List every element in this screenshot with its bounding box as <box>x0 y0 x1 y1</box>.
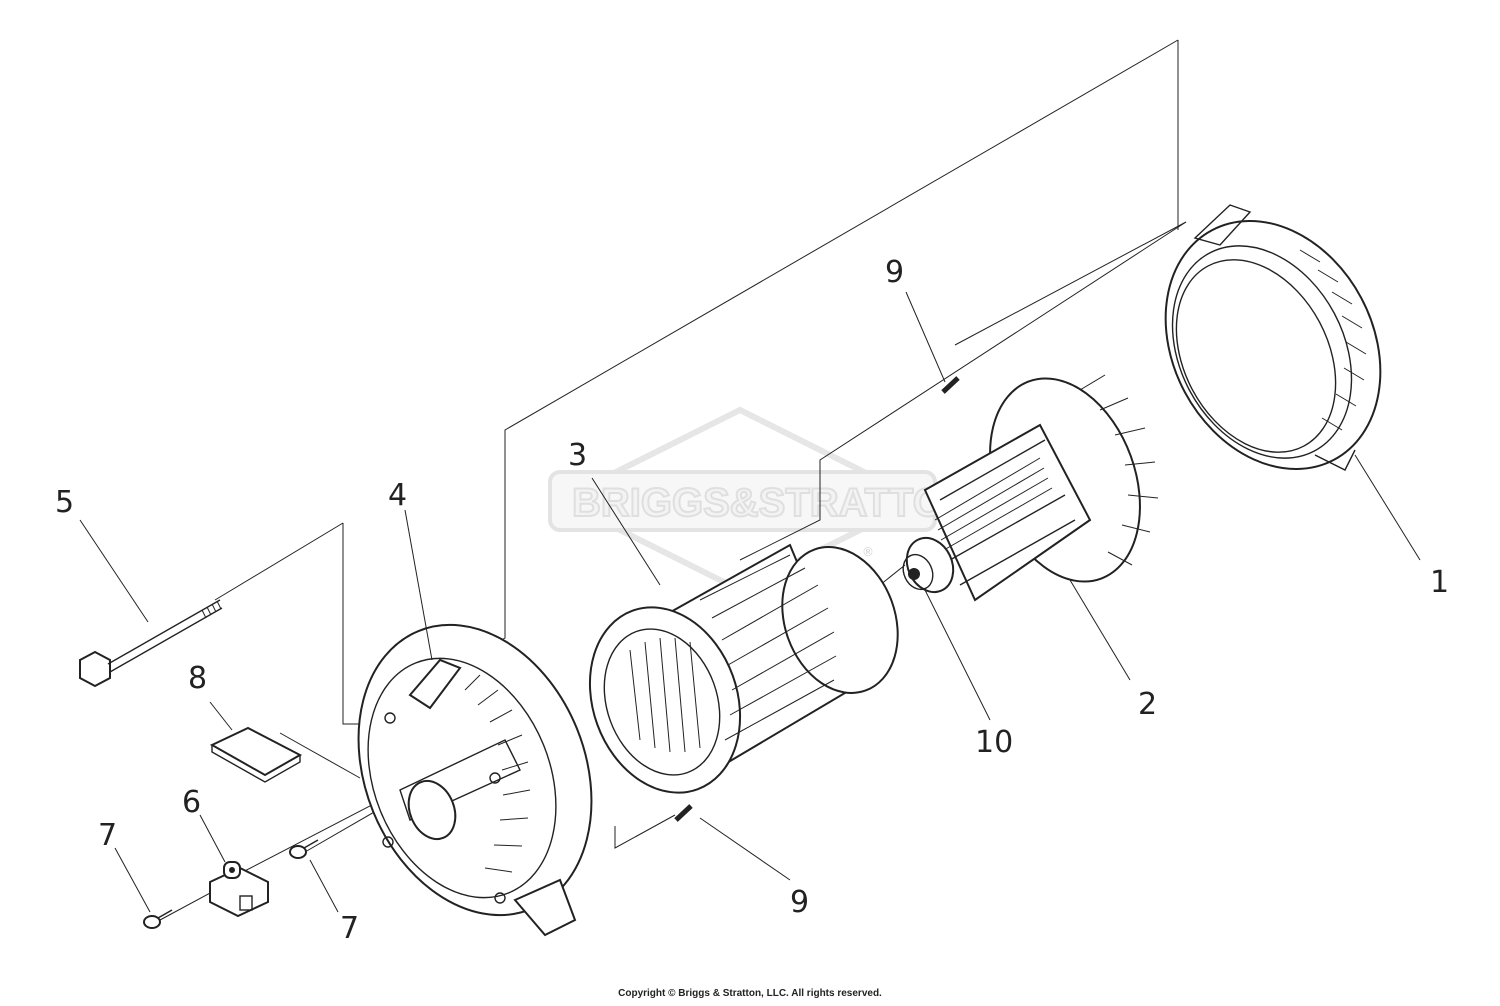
callout-3: 3 <box>568 438 587 473</box>
watermark-text: BRIGGS&STRATTON <box>572 481 973 525</box>
callout-numbers: 1 2 3 4 5 6 7 7 8 9 9 10 <box>55 255 1449 946</box>
part-2-rotor <box>902 374 1159 602</box>
part-3-stator <box>588 543 899 794</box>
part-7-screw-a <box>143 909 173 929</box>
callout-1: 1 <box>1430 565 1449 600</box>
callout-7-left: 7 <box>98 818 117 853</box>
part-9-dowel-pin-a <box>941 376 960 394</box>
callout-4: 4 <box>388 478 407 513</box>
part-9-dowel-pin-b <box>674 804 693 822</box>
leader-lines <box>79 291 1421 913</box>
callout-9-bottom: 9 <box>790 885 809 920</box>
briggs-stratton-watermark-logo: BRIGGS&STRATTON ® <box>548 406 974 594</box>
callout-8: 8 <box>188 661 207 696</box>
part-6-brush-holder <box>209 861 269 918</box>
callout-5: 5 <box>55 485 74 520</box>
callout-10: 10 <box>975 725 1013 760</box>
watermark-reg: ® <box>862 545 874 559</box>
callout-7-right: 7 <box>340 911 359 946</box>
part-7-screw-b <box>289 839 319 859</box>
callout-9-top: 9 <box>885 255 904 290</box>
copyright-notice: Copyright © Briggs & Stratton, LLC. All … <box>618 988 882 999</box>
part-8-pad <box>209 726 303 783</box>
part-1-rear-housing <box>1164 204 1382 471</box>
callout-6: 6 <box>182 785 201 820</box>
part-4-front-housing <box>357 623 593 937</box>
callout-2: 2 <box>1138 687 1157 722</box>
part-5-through-bolt <box>79 599 223 688</box>
